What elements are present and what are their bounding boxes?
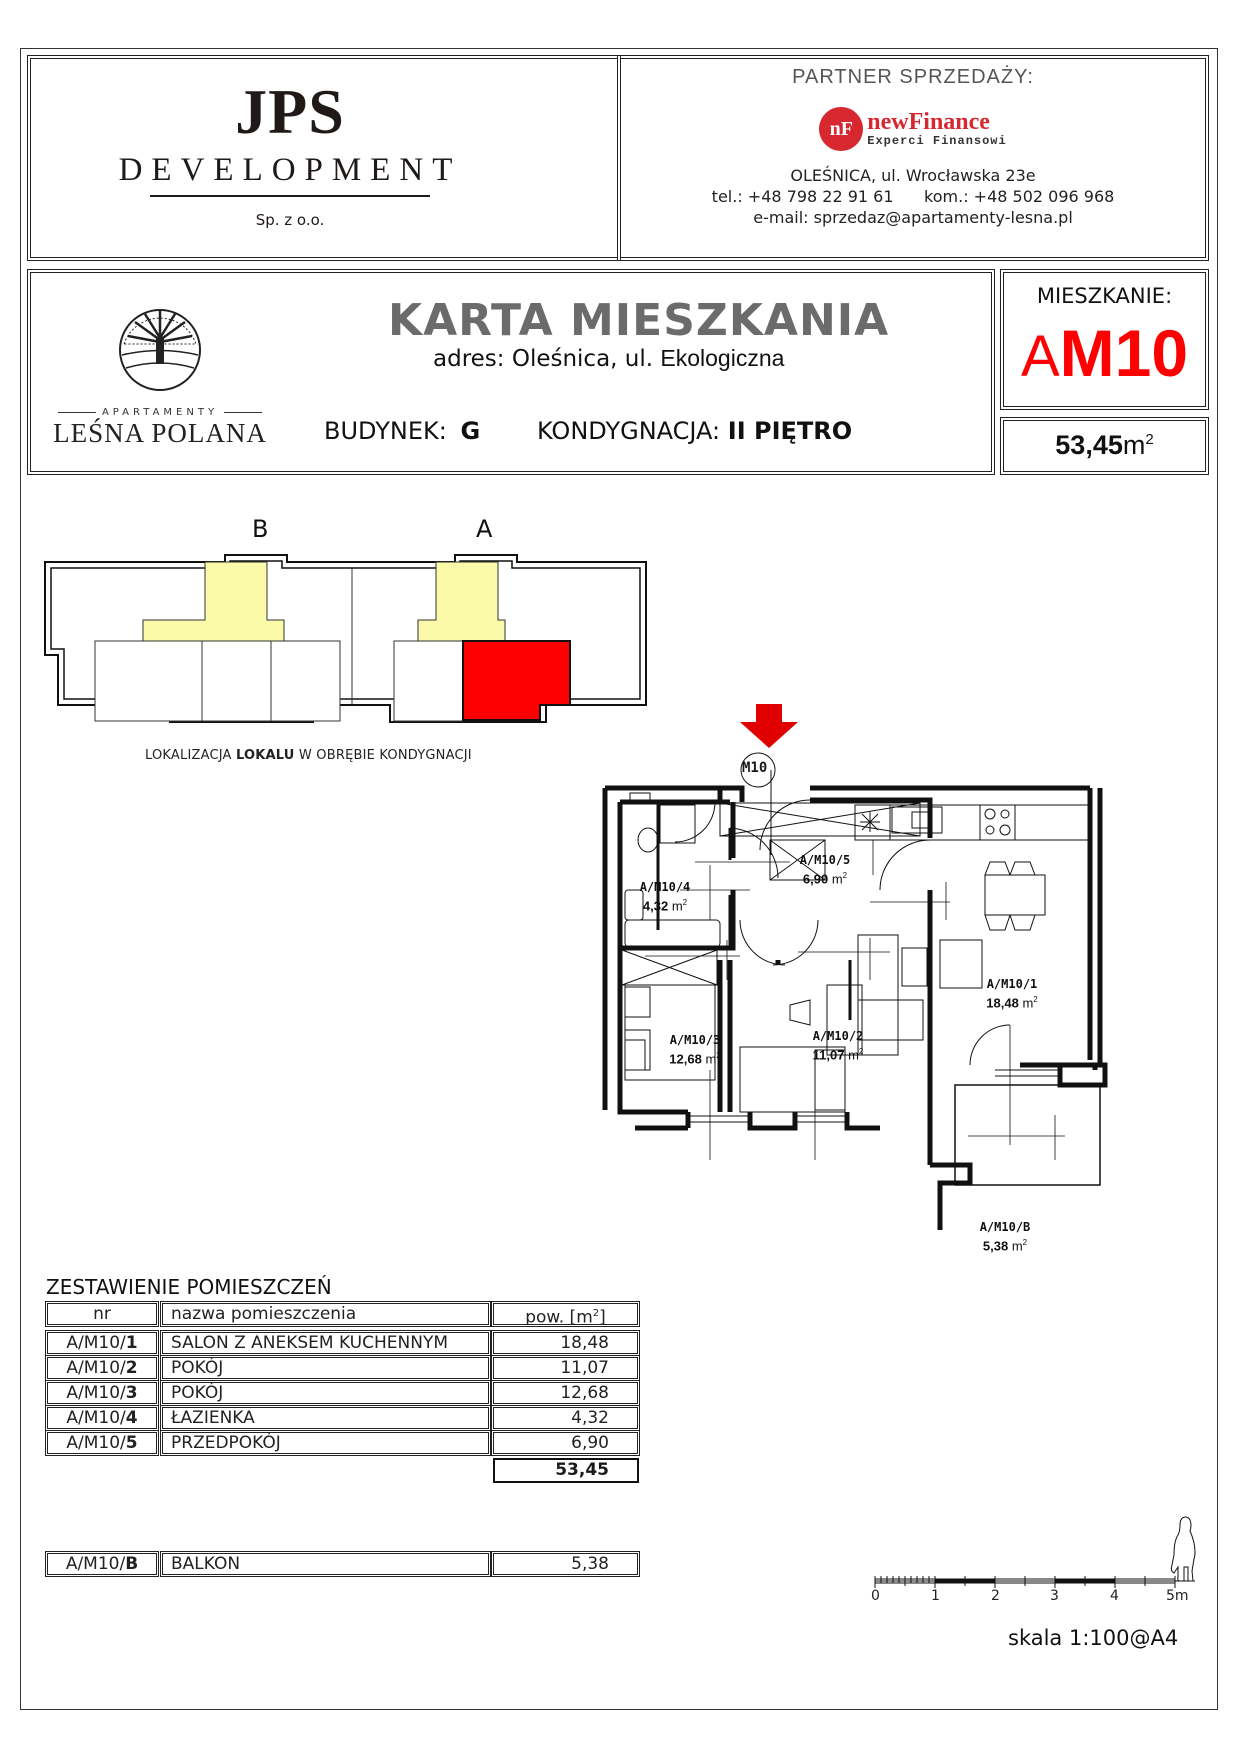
entrance-tag: M10 bbox=[742, 760, 768, 776]
building-label: BUDYNEK: bbox=[324, 417, 447, 445]
apartment-label: MIESZKANIE: bbox=[1036, 284, 1173, 308]
scale-tick-3: 3 bbox=[1050, 1588, 1059, 1604]
scale-tick-1: 1 bbox=[931, 1588, 940, 1604]
page-title: KARTA MIESZKANIA bbox=[388, 295, 890, 346]
room-label-5: A/M10/5 6,90 m2 bbox=[799, 853, 851, 887]
apartment-area-box bbox=[1000, 417, 1209, 475]
logo-divider bbox=[150, 195, 430, 197]
entrance-arrow-icon bbox=[740, 704, 798, 748]
floor-value: II PIĘTRO bbox=[727, 417, 853, 445]
scale-tick-2: 2 bbox=[991, 1588, 1000, 1604]
scale-text: skala 1:100@A4 bbox=[1008, 1626, 1179, 1650]
scale-tick-5: 5m bbox=[1166, 1588, 1189, 1604]
apartment-number-box bbox=[1000, 269, 1209, 410]
person-silhouette-icon bbox=[1170, 1516, 1196, 1582]
tree-logo-icon bbox=[119, 309, 201, 391]
building-value: G bbox=[460, 417, 481, 445]
apartment-floor-plan bbox=[602, 704, 1108, 1230]
staircase-a-label: A bbox=[476, 515, 493, 543]
table-header-area: pow. [m2] bbox=[491, 1301, 640, 1327]
room-label-balcony: A/M10/B 5,38 m2 bbox=[979, 1220, 1031, 1254]
apartment-number: AM10 bbox=[1003, 320, 1206, 386]
floor-info: KONDYGNACJA: II PIĘTRO bbox=[537, 417, 852, 445]
apartment-area-value: 53,45 bbox=[1055, 430, 1123, 460]
location-caption: LOKALIZACJA LOKALU W OBRĘBIE KONDYGNACJI bbox=[145, 748, 472, 763]
room-label-4: A/M10/4 4,32 m2 bbox=[639, 880, 691, 914]
partner-address: OLEŚNICA, ul. Wrocławska 23e bbox=[790, 166, 1036, 185]
partner-box bbox=[617, 55, 1209, 261]
address-prefix: adres: Oleśnica, ul. bbox=[433, 346, 654, 372]
scale-tick-4: 4 bbox=[1110, 1588, 1119, 1604]
apartment-area: 53,45m2 bbox=[1055, 430, 1154, 460]
apartment-code: M10 bbox=[1059, 316, 1189, 390]
newfinance-logo-icon: nF bbox=[819, 107, 864, 151]
rooms-table-title: ZESTAWIENIE POMIESZCZEŃ bbox=[46, 1275, 332, 1299]
highlighted-apartment bbox=[462, 640, 571, 721]
developer-name: JPS bbox=[235, 76, 345, 147]
staircase-b-label: B bbox=[252, 515, 269, 543]
partner-heading: PARTNER SPRZEDAŻY: bbox=[792, 66, 1034, 88]
scale-bar bbox=[874, 1516, 1196, 1588]
partner-section: PARTNER SPRZEDAŻY: nF newFinance Experci… bbox=[620, 66, 1206, 228]
room-label-3: A/M10/3 12,68 m2 bbox=[669, 1033, 721, 1067]
developer-logo: JPS DEVELOPMENT Sp. z o.o. bbox=[100, 76, 480, 230]
project-logo-small-text: APARTAMENTY bbox=[40, 407, 280, 418]
apartment-prefix: A bbox=[1020, 324, 1060, 389]
room-label-2: A/M10/2 11,07 m2 bbox=[812, 1029, 864, 1063]
table-header-name: nazwa pomieszczenia bbox=[160, 1301, 491, 1327]
table-header-nr: nr bbox=[45, 1301, 159, 1327]
floor-label: KONDYGNACJA: bbox=[537, 417, 721, 445]
partner-logo-name: newFinance bbox=[867, 109, 990, 135]
developer-legal-form: Sp. z o.o. bbox=[255, 211, 325, 229]
partner-phones: tel.: +48 798 22 91 61 kom.: +48 502 096… bbox=[711, 187, 1115, 206]
building-info: BUDYNEK: G bbox=[324, 417, 480, 445]
room-label-1: A/M10/1 18,48 m2 bbox=[986, 977, 1038, 1011]
project-logo-name: LEŚNA POLANA bbox=[53, 418, 267, 448]
partner-email[interactable]: e-mail: sprzedaz@apartamenty-lesna.pl bbox=[753, 208, 1073, 227]
floor-location-map bbox=[44, 554, 647, 723]
partner-logo: nF newFinance Experci Finansowi bbox=[620, 107, 1206, 151]
partner-logo-tagline: Experci Finansowi bbox=[867, 134, 1007, 148]
title-box bbox=[27, 269, 995, 475]
address: adres: Oleśnica, ul. Ekologiczna bbox=[433, 345, 784, 372]
address-street: Ekologiczna bbox=[660, 345, 785, 371]
developer-box bbox=[27, 55, 621, 261]
page-frame bbox=[20, 48, 1218, 1710]
developer-subtitle: DEVELOPMENT bbox=[118, 152, 462, 188]
table-total: 53,45 bbox=[493, 1458, 639, 1483]
project-logo: APARTAMENTY LEŚNA POLANA bbox=[40, 300, 280, 449]
scale-tick-0: 0 bbox=[871, 1588, 880, 1604]
